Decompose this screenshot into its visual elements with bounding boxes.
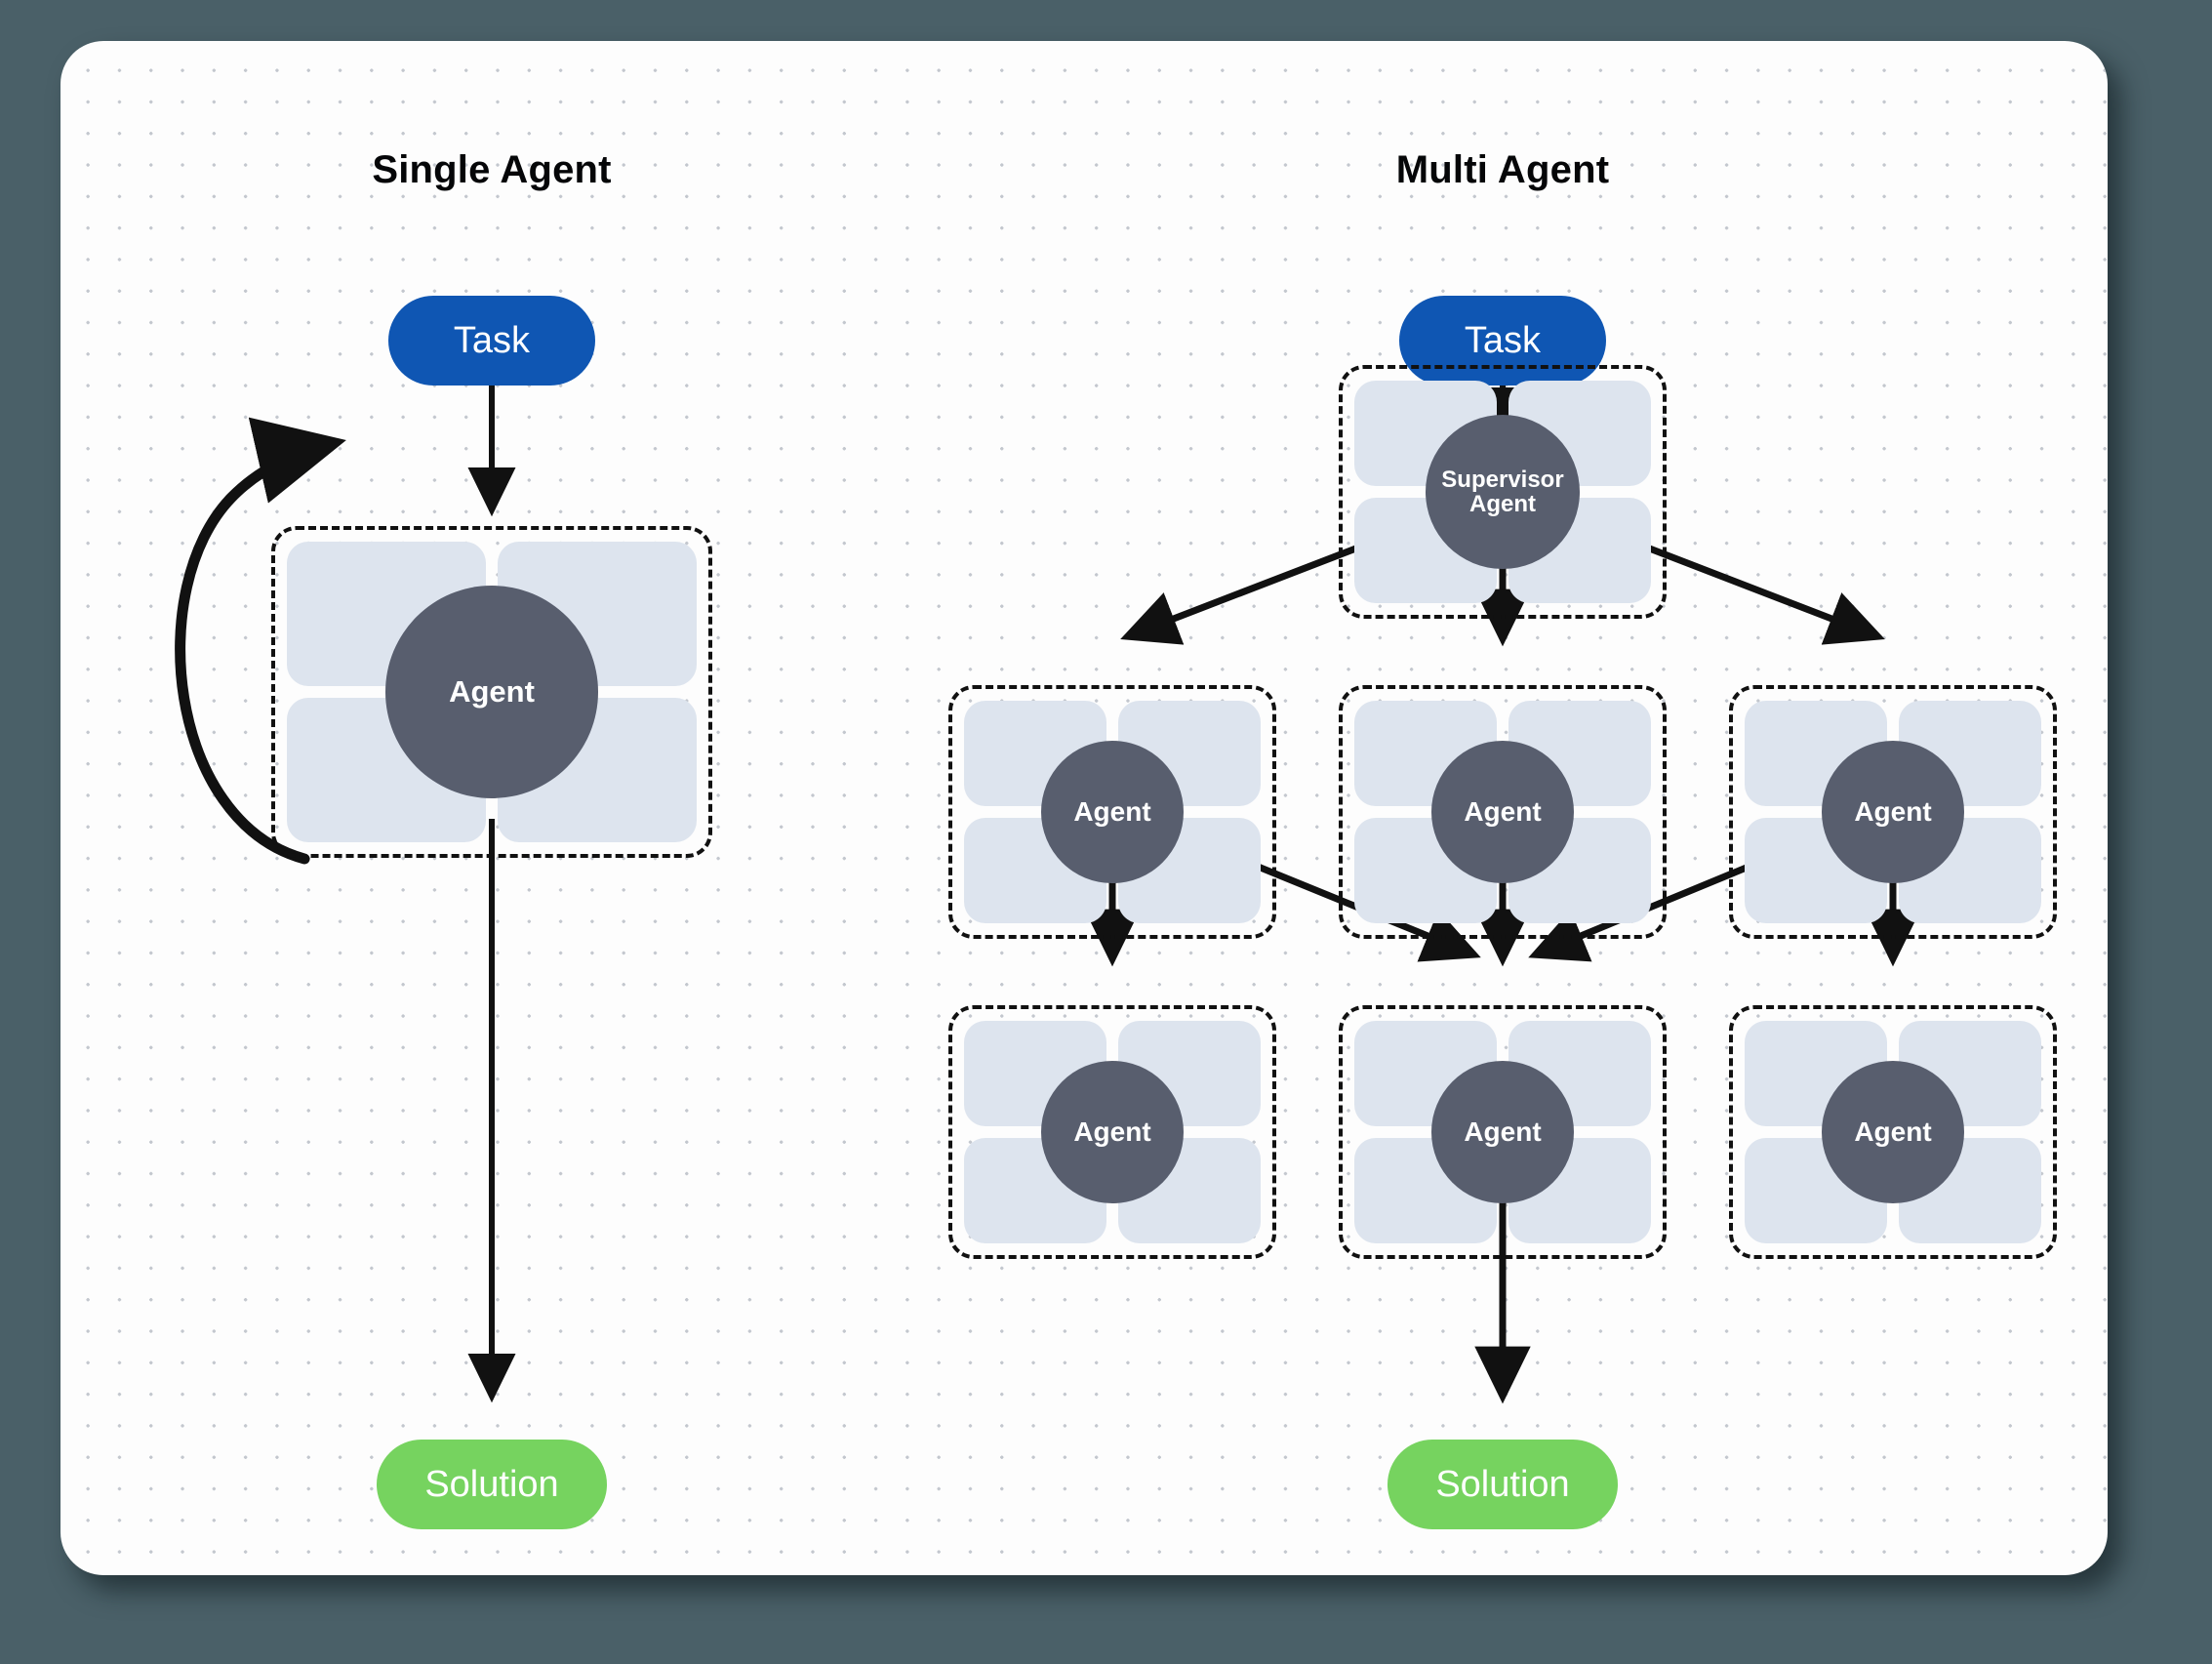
agent-core-circle: Agent bbox=[1822, 741, 1964, 883]
supervisor-core-label-line2: Agent bbox=[1468, 491, 1536, 517]
agent-core-circle: Agent bbox=[1041, 1061, 1184, 1203]
node-agent-row1-right[interactable]: Agent bbox=[1729, 685, 2057, 939]
node-agent-row1-center[interactable]: Agent bbox=[1339, 685, 1667, 939]
node-solution-multi[interactable]: Solution bbox=[1388, 1440, 1618, 1529]
node-solution-multi-label: Solution bbox=[1435, 1463, 1570, 1505]
agent-core-circle: Agent bbox=[1431, 1061, 1574, 1203]
agent-core-circle: Agent bbox=[385, 586, 598, 798]
agent-core-label: Agent bbox=[449, 673, 535, 709]
agent-core-label: Agent bbox=[1854, 1116, 1932, 1148]
node-agent-row2-left[interactable]: Agent bbox=[948, 1005, 1276, 1259]
node-solution-single-label: Solution bbox=[424, 1463, 559, 1505]
agent-core-label: Agent bbox=[1073, 1116, 1151, 1148]
node-task-multi-label: Task bbox=[1464, 319, 1542, 361]
panel-title-multi-agent: Multi Agent bbox=[1395, 148, 1610, 191]
agent-core-circle: Agent bbox=[1822, 1061, 1964, 1203]
node-task-single[interactable]: Task bbox=[388, 296, 595, 386]
node-solution-single[interactable]: Solution bbox=[377, 1440, 607, 1529]
node-task-single-label: Task bbox=[453, 319, 531, 361]
agent-core-label: Agent bbox=[1464, 1116, 1542, 1148]
agent-core-circle: Agent bbox=[1431, 741, 1574, 883]
node-task-multi[interactable]: Task bbox=[1399, 296, 1606, 386]
agent-core-label: Agent bbox=[1073, 796, 1151, 828]
agent-core-label: Agent bbox=[1464, 796, 1542, 828]
node-agent-row1-left[interactable]: Agent bbox=[948, 685, 1276, 939]
agent-core-label: Agent bbox=[1854, 796, 1932, 828]
agent-core-circle: Agent bbox=[1041, 741, 1184, 883]
node-agent-single[interactable]: Agent bbox=[271, 526, 712, 858]
node-agent-row2-right[interactable]: Agent bbox=[1729, 1005, 2057, 1259]
node-agent-row2-center[interactable]: Agent bbox=[1339, 1005, 1667, 1259]
supervisor-core-label-line1: Supervisor bbox=[1441, 466, 1564, 493]
diagram-card: Single Agent Task Agent Solution Multi A… bbox=[60, 41, 2108, 1575]
panel-title-single-agent: Single Agent bbox=[372, 148, 612, 191]
